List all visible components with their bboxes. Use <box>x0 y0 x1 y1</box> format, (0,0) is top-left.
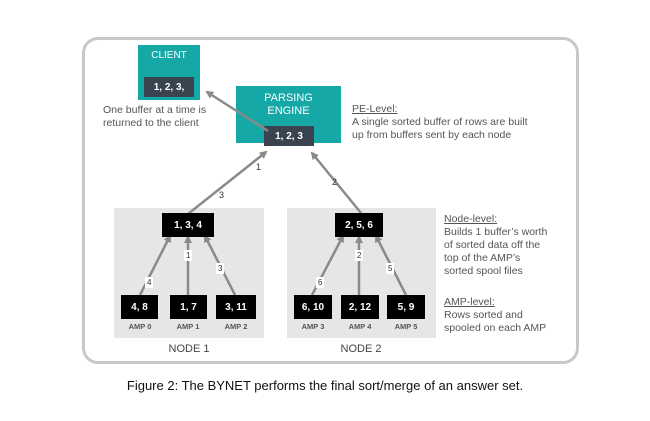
node1-amp1-label: AMP 1 <box>176 322 200 331</box>
node2-amp5-label: AMP 5 <box>394 322 418 331</box>
node2-amp4-label: AMP 4 <box>348 322 372 331</box>
node-note-line2: of sorted data off the <box>444 239 541 251</box>
node1-amp2-label: AMP 2 <box>224 322 248 331</box>
arrow-node1-to-pe <box>187 150 268 215</box>
arrow-label-pe-to-client: 1 <box>256 162 262 172</box>
arrow-pe-to-client <box>205 90 269 133</box>
node2-amp5-badge: 5 <box>386 263 395 274</box>
node1-amp1-buffer: 1, 7 <box>170 295 207 319</box>
pe-note-line1: A single sorted buffer of rows are built <box>352 116 528 128</box>
pe-note: PE-Level: A single sorted buffer of rows… <box>352 103 528 142</box>
arrow-node2-to-pe <box>310 151 362 214</box>
node1-merge-buffer: 1, 3, 4 <box>162 213 214 237</box>
node1-amp2-badge: 3 <box>216 263 225 274</box>
node2-amp5-buffer: 5, 9 <box>387 295 425 319</box>
client-note: One buffer at a time is returned to the … <box>103 104 206 130</box>
client-note-line1: One buffer at a time is <box>103 104 207 116</box>
amp-note-line2: spooled on each AMP <box>444 322 547 334</box>
node1-amp0-buffer: 4, 8 <box>121 295 158 319</box>
node1-amp2-buffer: 3, 11 <box>216 295 256 319</box>
node-note-line3: top of the AMP’s <box>444 252 521 264</box>
node2-amp4-badge: 2 <box>355 250 364 261</box>
pe-note-heading: PE-Level: <box>352 103 398 115</box>
node-note-line4: sorted spool files <box>444 265 523 277</box>
node1-label: NODE 1 <box>168 343 210 355</box>
node2-amp4-buffer: 2, 12 <box>341 295 379 319</box>
node2-label: NODE 2 <box>340 343 382 355</box>
client-value: 1, 2, 3, <box>144 77 194 97</box>
node-note-heading: Node-level: <box>444 213 498 225</box>
arrow-label-node1-to-pe: 3 <box>219 190 225 200</box>
parsing-engine-title: PARSING ENGINE <box>236 92 341 117</box>
client-note-line2: returned to the client <box>103 117 199 129</box>
client-title: CLIENT <box>151 50 187 61</box>
node1-amp0-badge: 4 <box>145 277 154 288</box>
node-note-line1: Builds 1 buffer’s worth <box>444 226 548 238</box>
node2-amp3-buffer: 6, 10 <box>294 295 332 319</box>
node-level-note: Node-level: Builds 1 buffer’s worth of s… <box>444 213 547 278</box>
amp-note-line1: Rows sorted and <box>444 309 523 321</box>
node1-amp1-badge: 1 <box>184 250 193 261</box>
pe-note-line2: up from buffers sent by each node <box>352 129 512 141</box>
parsing-engine-value: 1, 2, 3 <box>264 126 314 146</box>
amp-level-note: AMP-level: Rows sorted and spooled on ea… <box>444 296 546 335</box>
node2-amp3-label: AMP 3 <box>301 322 325 331</box>
node1-amp0-label: AMP 0 <box>128 322 152 331</box>
node2-amp3-badge: 6 <box>316 277 325 288</box>
parsing-engine-title-line2: ENGINE <box>267 104 310 117</box>
arrow-label-node2-to-pe: 2 <box>332 177 338 187</box>
parsing-engine-title-line1: PARSING <box>264 92 313 104</box>
figure-caption: Figure 2: The BYNET performs the final s… <box>126 378 524 393</box>
node2-merge-buffer: 2, 5, 6 <box>335 213 383 237</box>
amp-note-heading: AMP-level: <box>444 296 495 308</box>
